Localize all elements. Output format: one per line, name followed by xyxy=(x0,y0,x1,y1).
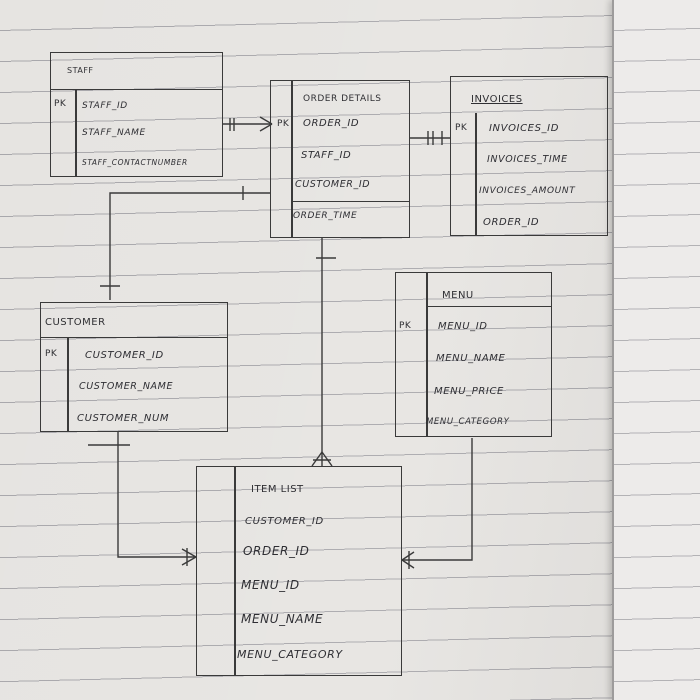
attribute-customer-id: CUSTOMER_ID xyxy=(85,350,164,361)
table-title: CUSTOMER xyxy=(45,317,106,328)
facing-notebook-page xyxy=(612,0,700,700)
title-divider xyxy=(426,306,551,307)
attribute-invoices-id: INVOICES_ID xyxy=(489,123,559,134)
pk-label: PK xyxy=(45,349,58,359)
table-title: STAFF xyxy=(67,66,94,75)
attribute-customer-id: CUSTOMER_ID xyxy=(245,516,324,527)
pk-column-divider xyxy=(291,81,293,237)
pk-label: PK xyxy=(277,119,290,129)
table-invoices: INVOICES PK INVOICES_ID INVOICES_TIME IN… xyxy=(450,76,608,236)
title-divider xyxy=(41,337,227,338)
relation-menu-itemlist xyxy=(402,438,473,561)
attribute-invoices-amount: INVOICES_AMOUNT xyxy=(479,186,576,196)
table-customer: CUSTOMER PK CUSTOMER_ID CUSTOMER_NAME CU… xyxy=(40,302,228,432)
attribute-order-id: ORDER_ID xyxy=(303,118,360,129)
attribute-menu-name: MENU_NAME xyxy=(436,353,506,364)
pk-label: PK xyxy=(54,99,67,109)
attribute-customer-num: CUSTOMER_NUM xyxy=(77,413,170,424)
attribute-staff-id: STAFF_ID xyxy=(301,150,352,161)
pk-column-divider xyxy=(426,273,428,436)
pk-label: PK xyxy=(399,321,412,331)
attribute-menu-id: MENU_ID xyxy=(241,578,300,592)
attribute-invoices-time: INVOICES_TIME xyxy=(487,154,568,165)
relation-customer-order xyxy=(109,192,270,300)
attribute-staff-id: STAFF_ID xyxy=(82,101,128,111)
attribute-customer-name: CUSTOMER_NAME xyxy=(79,381,174,392)
pk-column-divider xyxy=(475,113,477,235)
attribute-staff-contactnumber: STAFF_CONTACTNUMBER xyxy=(82,158,188,167)
table-title: INVOICES xyxy=(471,94,523,105)
table-title: MENU xyxy=(442,290,474,301)
attribute-menu-category: MENU_CATEGORY xyxy=(237,648,343,661)
relation-customer-itemlist xyxy=(117,432,196,558)
pk-label: PK xyxy=(455,123,468,133)
left-column-divider xyxy=(234,467,236,675)
attribute-order-id: ORDER_ID xyxy=(483,217,540,228)
attribute-menu-price: MENU_PRICE xyxy=(434,386,504,397)
attribute-order-id: ORDER_ID xyxy=(243,544,310,558)
attribute-menu-category: MENU_CATEGORY xyxy=(426,417,510,427)
title-divider xyxy=(51,89,222,90)
attribute-customer-id: CUSTOMER_ID xyxy=(295,179,371,190)
table-order-details: ORDER DETAILS PK ORDER_ID STAFF_ID CUSTO… xyxy=(270,80,410,238)
table-menu: MENU PK MENU_ID MENU_NAME MENU_PRICE MEN… xyxy=(395,272,552,437)
table-staff: STAFF PK STAFF_ID STAFF_NAME STAFF_CONTA… xyxy=(50,52,223,177)
table-item-list: ITEM LIST CUSTOMER_ID ORDER_ID MENU_ID M… xyxy=(196,466,402,676)
attribute-menu-id: MENU_ID xyxy=(438,321,488,332)
attribute-menu-name: MENU_NAME xyxy=(241,612,324,626)
attribute-order-time: ORDER_TIME xyxy=(293,211,358,221)
pk-column-divider xyxy=(75,89,77,176)
pk-column-divider xyxy=(67,337,69,431)
table-title: ORDER DETAILS xyxy=(303,94,382,104)
row-divider xyxy=(291,201,409,202)
attribute-staff-name: STAFF_NAME xyxy=(82,128,146,138)
table-title: ITEM LIST xyxy=(251,484,304,495)
